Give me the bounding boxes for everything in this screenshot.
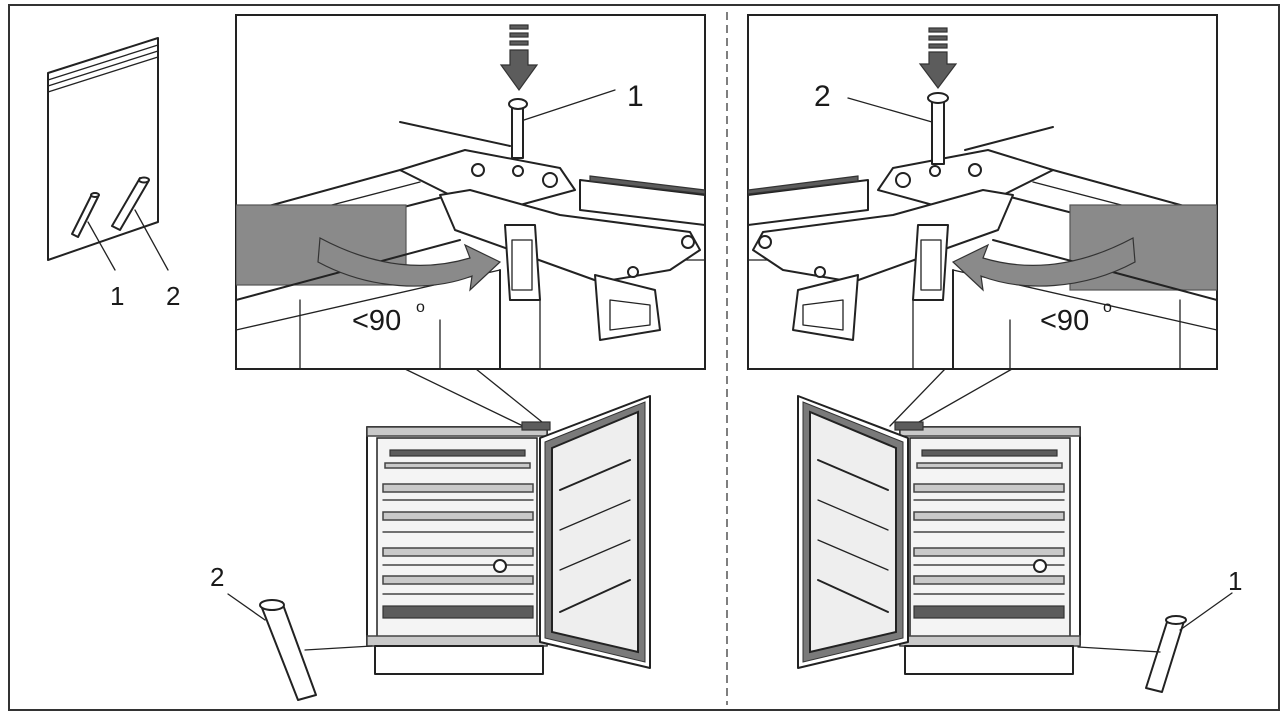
left-angle-label: <90 — [352, 305, 401, 337]
rotate-arrow-left-icon — [317, 237, 502, 292]
left-loose-pin-callout: 2 — [210, 562, 224, 592]
bag-pin-1-icon — [71, 192, 100, 238]
parts-bag: 1 2 — [47, 37, 180, 311]
right-loose-pin-callout: 1 — [1228, 566, 1242, 596]
bag-pin-2-icon — [111, 176, 150, 231]
right-cooler-shelves — [913, 483, 1065, 619]
outer-frame — [8, 4, 1280, 711]
left-cooler-shelves — [382, 483, 534, 619]
down-arrow-left-icon — [499, 24, 539, 92]
left-hinge-pin-icon — [508, 98, 528, 159]
left-zoom-panel: 1 <90 o — [235, 14, 706, 370]
bag-callout-2: 2 — [166, 281, 180, 311]
right-hinge-pin-icon — [927, 92, 949, 165]
left-angle-degree: o — [416, 299, 425, 316]
loose-pin-2-icon — [259, 599, 317, 701]
right-zoom-callout: 2 — [814, 80, 831, 113]
right-angle-label: <90 — [1040, 305, 1089, 337]
bag-leader-2 — [134, 209, 169, 271]
down-arrow-right-icon — [918, 27, 958, 89]
right-loose-pin: 1 — [1077, 566, 1242, 693]
left-wine-cooler — [366, 395, 651, 675]
loose-pin-1-icon — [1145, 615, 1187, 693]
right-angle-degree: o — [1103, 299, 1112, 316]
bag-callout-1: 1 — [110, 281, 124, 311]
zoom-cone-lines — [404, 368, 1013, 427]
rotate-arrow-right-icon — [951, 237, 1136, 292]
bag-leader-1 — [87, 221, 116, 271]
left-zoom-callout: 1 — [627, 80, 644, 113]
right-zoom-panel: 2 <90 o — [747, 14, 1218, 370]
left-loose-pin: 2 — [210, 562, 373, 701]
right-wine-cooler — [797, 395, 1081, 675]
